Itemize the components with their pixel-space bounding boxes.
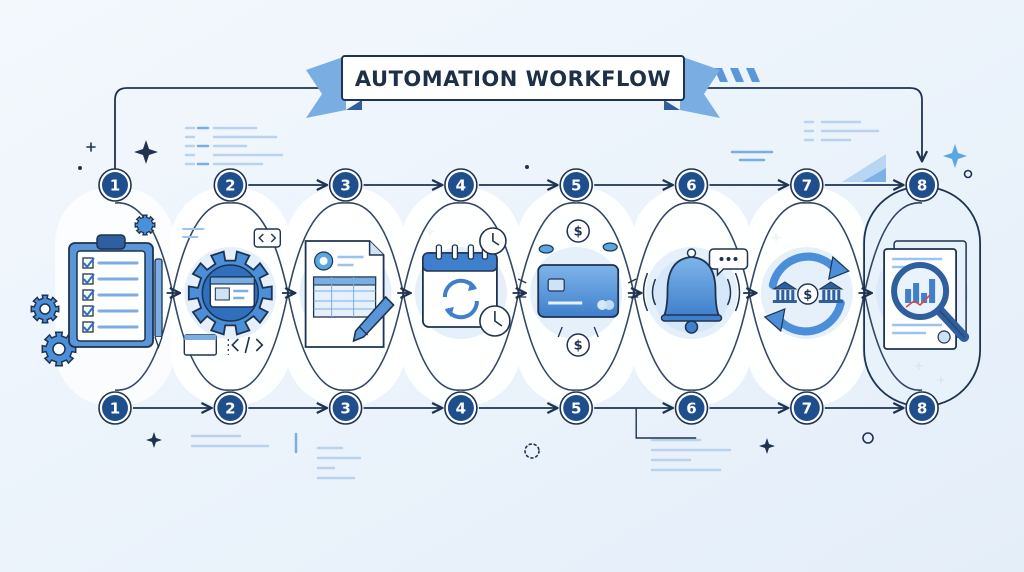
- decorative-lines: [78, 68, 973, 480]
- step-badge-bottom-7: 7: [789, 391, 824, 425]
- credit-card-payment-icon: $$: [516, 219, 639, 357]
- svg-text:$: $: [574, 339, 583, 354]
- step-badge-bottom-5: 5: [559, 391, 594, 425]
- step-badge-bottom-4: 4: [444, 391, 478, 425]
- step-badge-top-3: 3: [328, 168, 363, 202]
- step-badge-top-8: 8: [905, 168, 939, 202]
- step-number-top-5: 5: [571, 177, 581, 195]
- svg-text:$: $: [574, 225, 583, 240]
- step-badge-bottom-1: 1: [98, 391, 132, 425]
- step-number-bottom-3: 3: [340, 400, 350, 418]
- step-number-top-3: 3: [340, 177, 350, 195]
- step-number-top-8: 8: [917, 177, 927, 195]
- step-number-top-6: 6: [686, 177, 696, 195]
- step-badge-top-1: 1: [98, 168, 132, 202]
- step-number-top-4: 4: [456, 177, 466, 195]
- step-badge-top-7: 7: [789, 168, 824, 202]
- step-badges: 1 1 2 2 3 3 4 4 5 5 6 6 7 7 8 8: [98, 168, 939, 425]
- step-number-bottom-6: 6: [686, 400, 696, 418]
- bank-transfer-sync-icon: $: [763, 252, 850, 336]
- step-badge-bottom-3: 3: [328, 391, 363, 425]
- document-edit-icon: [304, 240, 395, 348]
- title-banner: AUTOMATION WORKFLOW: [306, 55, 720, 118]
- step-badge-top-2: 2: [213, 168, 248, 202]
- step-number-bottom-4: 4: [456, 400, 466, 418]
- step-icons: $$$: [30, 214, 970, 367]
- notification-bell-icon: [642, 248, 749, 334]
- step-number-top-2: 2: [225, 177, 235, 195]
- report-analytics-magnifier-icon: [883, 240, 970, 350]
- step-badge-bottom-2: 2: [213, 391, 248, 425]
- step-badge-bottom-8: 8: [905, 391, 939, 425]
- step-number-bottom-2: 2: [225, 400, 235, 418]
- step-number-bottom-8: 8: [917, 400, 927, 418]
- clipboard-checklist-icon: [30, 214, 163, 367]
- step-badge-bottom-6: 6: [674, 391, 709, 425]
- step-number-bottom-7: 7: [802, 400, 812, 418]
- step-badge-top-5: 5: [559, 168, 594, 202]
- diagram-title: AUTOMATION WORKFLOW: [355, 67, 671, 91]
- gear-code-icon: [182, 228, 282, 356]
- svg-text:$: $: [803, 288, 812, 303]
- step-number-top-1: 1: [110, 177, 120, 195]
- step-number-bottom-5: 5: [571, 400, 581, 418]
- step-badge-top-4: 4: [444, 168, 478, 202]
- step-number-top-7: 7: [802, 177, 812, 195]
- step-badge-top-6: 6: [674, 168, 709, 202]
- step-number-bottom-1: 1: [110, 400, 120, 418]
- connector-lines: [114, 185, 981, 439]
- calendar-schedule-icon: [421, 227, 511, 337]
